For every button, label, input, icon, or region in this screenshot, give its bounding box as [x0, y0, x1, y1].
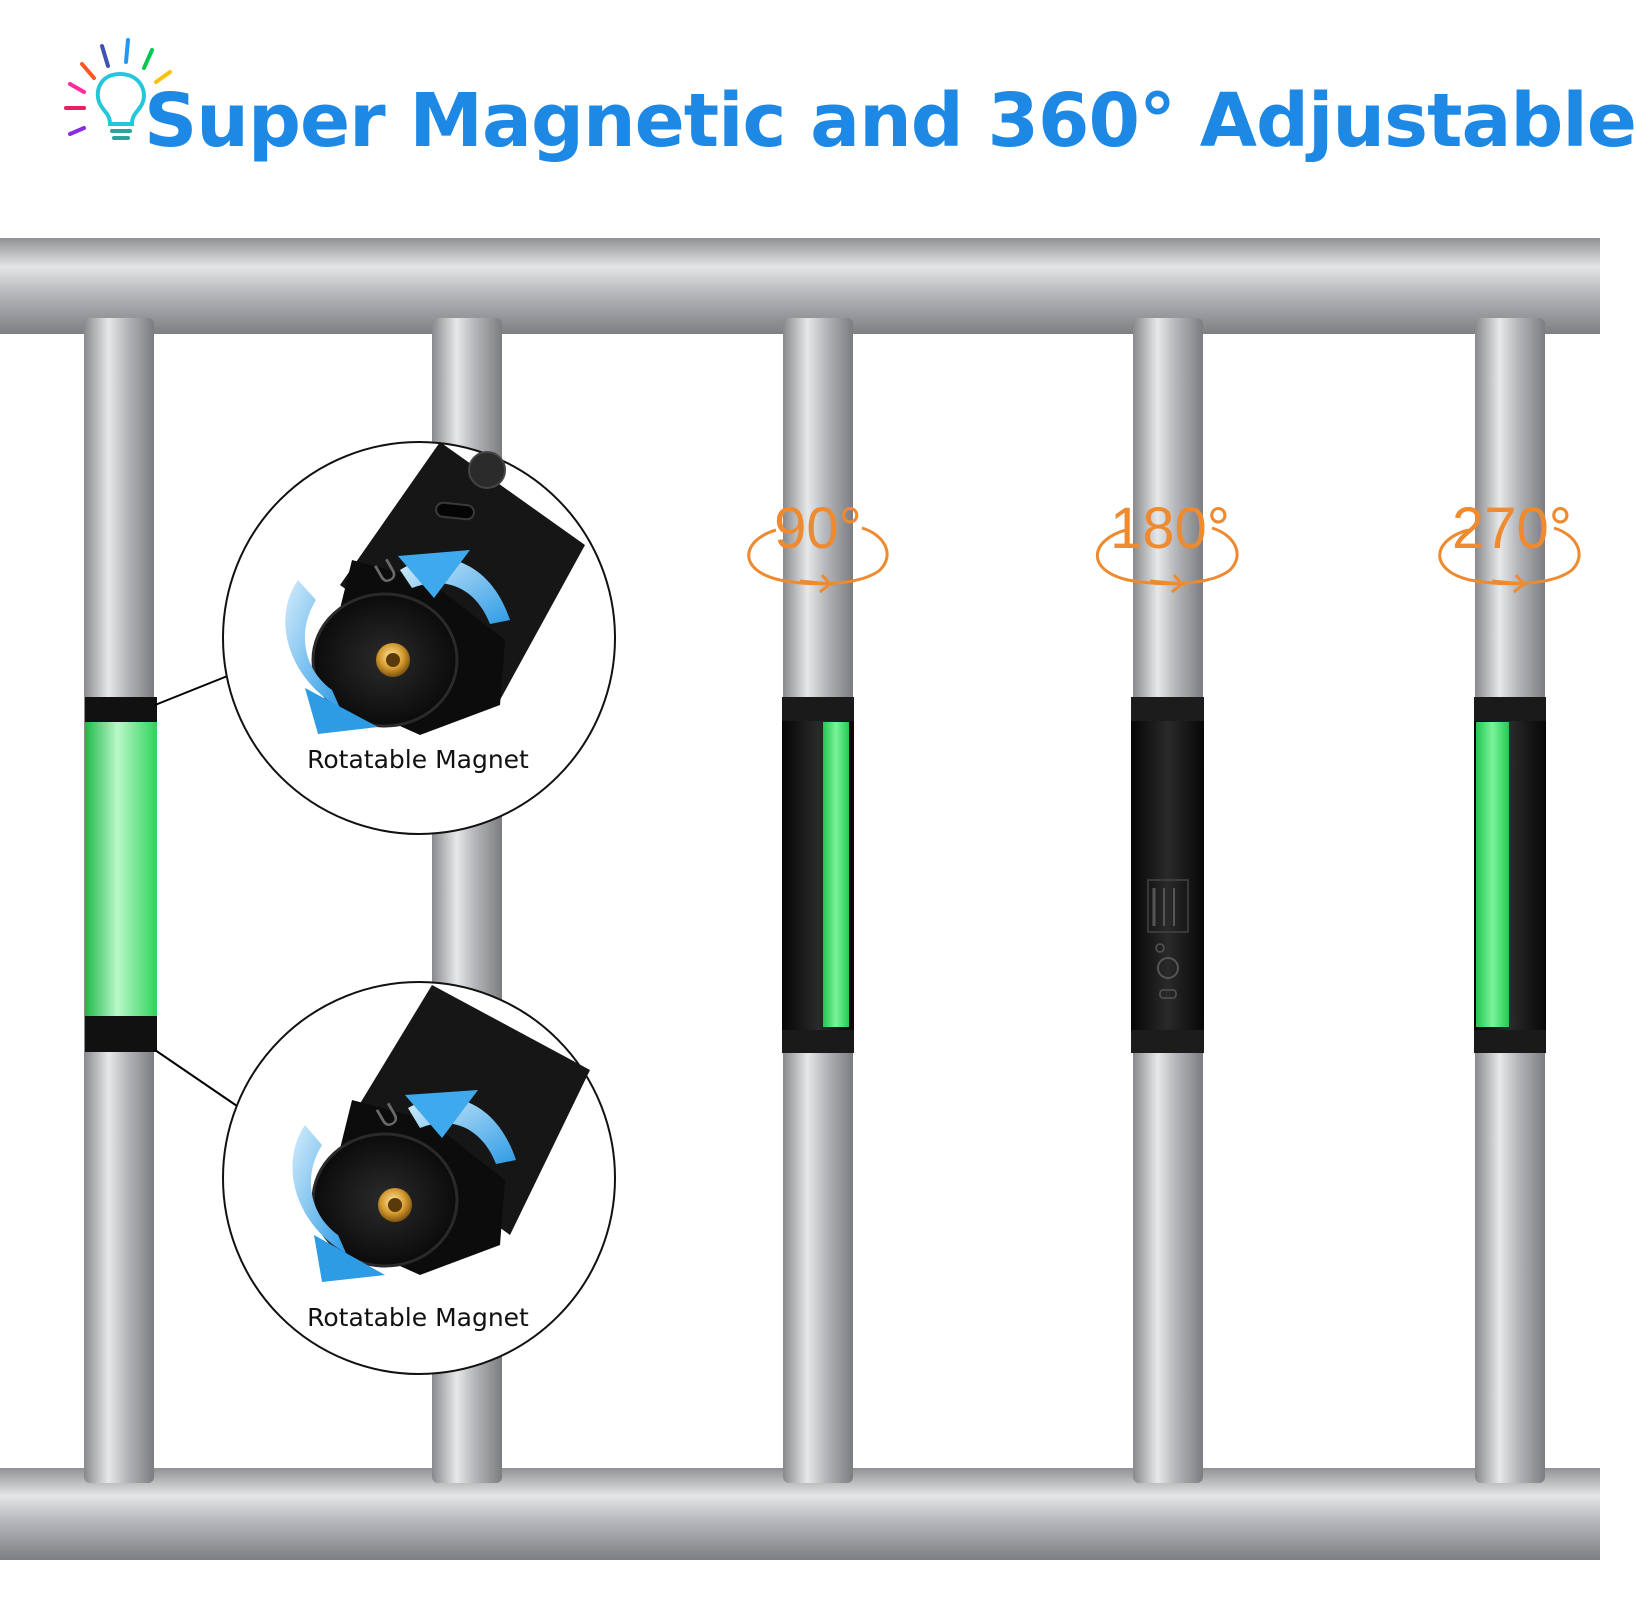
callout-label-1: Rotatable Magnet [307, 745, 529, 774]
rotate-arrow-head [405, 1090, 478, 1138]
rotate-arrow-head [314, 1235, 385, 1282]
page-title: Super Magnetic and 360° Adjustable [144, 78, 1636, 164]
light-stick-180 [1131, 697, 1204, 1053]
angle-label-180: 180° [1110, 496, 1230, 561]
rainbow-lightbulb-icon [64, 38, 178, 140]
light-stick-270 [1474, 697, 1546, 1053]
rail-illustration: U U [0, 238, 1600, 1560]
light-stick-green-front [85, 697, 157, 1052]
callout-circle-1: U [222, 441, 616, 835]
rotate-arrow-icon [285, 580, 340, 708]
callout-connector-2 [154, 1049, 238, 1107]
rotate-arrow-180 [1096, 526, 1239, 594]
bottom-rail [0, 1468, 1600, 1560]
product-scene: U U [0, 38, 1636, 1560]
rotate-arrow-icon [292, 1125, 346, 1253]
rotate-arrow-90 [747, 526, 889, 594]
light-stick-90 [782, 697, 854, 1053]
rotate-arrow-head [305, 688, 378, 734]
angle-label-270: 270° [1452, 496, 1572, 561]
usb-c-port-icon [435, 501, 475, 521]
callout-label-2: Rotatable Magnet [307, 1303, 529, 1332]
callout-circle-2: U [222, 981, 616, 1375]
angle-label-90: 90° [774, 496, 862, 561]
rotate-arrow-270 [1438, 526, 1581, 594]
callout-connector-1 [154, 674, 231, 706]
rotate-arrow-head [398, 550, 470, 598]
